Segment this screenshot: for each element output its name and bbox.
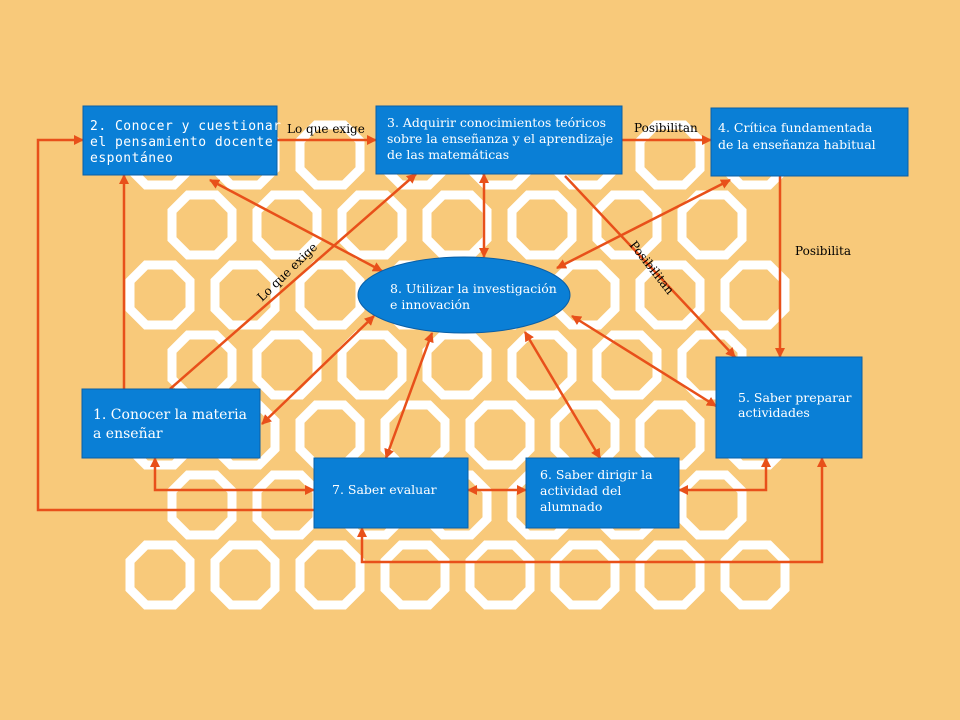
lattice-ring <box>125 260 195 330</box>
node-2-box[interactable] <box>82 105 278 176</box>
lattice-ring <box>295 260 365 330</box>
connector-arrow-13 <box>523 331 602 459</box>
node-7-line-1: 7. Saber evaluar <box>332 482 437 497</box>
node-5-line-1: 5. Saber preparar <box>738 390 852 405</box>
lattice-ring <box>167 190 237 260</box>
lattice-ring <box>465 540 535 610</box>
lattice-ring <box>295 400 365 470</box>
node-8-utilizar-investigacion[interactable]: 8. Utilizar la investigación e innovació… <box>357 256 571 334</box>
lattice-ring <box>677 470 747 540</box>
node-8-ellipse[interactable] <box>357 256 571 334</box>
node-4-line-1: 4. Crítica fundamentada <box>718 120 873 135</box>
lattice-ring <box>422 330 492 400</box>
node-6-line-3: alumnado <box>540 499 602 514</box>
node-5-line-2: actividades <box>738 405 810 420</box>
lattice-ring <box>252 470 322 540</box>
node-3-line-1: 3. Adquirir conocimientos teóricos <box>387 115 606 130</box>
node-6-box[interactable] <box>525 457 680 529</box>
lattice-ring <box>295 540 365 610</box>
node-7-saber-evaluar[interactable]: 7. Saber evaluar <box>313 457 469 529</box>
node-3-box[interactable] <box>375 105 623 175</box>
connector-arrows <box>36 135 827 564</box>
node-3-adquirir-conocimientos[interactable]: 3. Adquirir conocimientos teóricos sobre… <box>375 105 623 175</box>
lattice-ring <box>635 540 705 610</box>
node-2-line-3: espontáneo <box>90 151 173 166</box>
connector-arrow-12 <box>384 332 434 459</box>
lattice-ring <box>167 470 237 540</box>
node-2-line-2: el pensamiento docente <box>90 135 273 150</box>
node-8-line-1: 8. Utilizar la investigación <box>390 281 557 296</box>
lattice-ring <box>125 540 195 610</box>
connector-arrow-7 <box>209 178 383 273</box>
connector-arrow-9 <box>556 178 731 270</box>
lattice-ring <box>677 190 747 260</box>
node-1-box[interactable] <box>81 388 261 459</box>
edge-label-posibilita-right: Posibilita <box>795 244 851 258</box>
lattice-ring <box>380 540 450 610</box>
node-4-box[interactable] <box>710 107 909 177</box>
connector-arrow-10 <box>261 315 375 425</box>
node-7-box[interactable] <box>313 457 469 529</box>
node-3-line-2: sobre la enseñanza y el aprendizaje <box>387 131 613 146</box>
edge-label-lo-que-exige-top: Lo que exige <box>287 122 365 136</box>
node-1-line-2: a enseñar <box>93 426 163 442</box>
background-lattice-pattern <box>125 120 790 610</box>
lattice-ring <box>465 400 535 470</box>
node-5-box[interactable] <box>715 356 863 459</box>
node-2-line-1: 2. Conocer y cuestionar <box>90 119 282 134</box>
lattice-ring <box>337 190 407 260</box>
node-1-conocer-materia[interactable]: 1. Conocer la materia a enseñar <box>81 388 261 459</box>
node-1-line-1: 1. Conocer la materia <box>93 407 247 423</box>
node-3-line-3: de las matemáticas <box>387 147 509 162</box>
connector-arrow-18 <box>36 135 314 512</box>
node-6-line-2: actividad del <box>540 483 621 498</box>
node-4-line-2: de la enseñanza habitual <box>718 137 876 152</box>
connector-arrow-17 <box>357 457 827 564</box>
lattice-ring <box>550 540 620 610</box>
lattice-ring <box>635 400 705 470</box>
connector-arrow-11 <box>571 314 717 408</box>
lattice-ring <box>592 330 662 400</box>
lattice-ring <box>720 260 790 330</box>
node-2-conocer-cuestionar[interactable]: 2. Conocer y cuestionar el pensamiento d… <box>82 105 282 176</box>
node-4-critica-fundamentada[interactable]: 4. Crítica fundamentada de la enseñanza … <box>710 107 909 177</box>
edge-label-posibilitan-top: Posibilitan <box>634 121 698 135</box>
lattice-ring <box>507 190 577 260</box>
lattice-ring <box>720 540 790 610</box>
lattice-ring <box>210 540 280 610</box>
node-6-saber-dirigir[interactable]: 6. Saber dirigir la actividad del alumna… <box>525 457 680 529</box>
lattice-ring <box>252 330 322 400</box>
lattice-ring <box>422 190 492 260</box>
connector-arrow-15 <box>150 457 315 495</box>
node-8-line-2: e innovación <box>390 297 470 312</box>
node-6-line-1: 6. Saber dirigir la <box>540 467 653 482</box>
lattice-ring <box>337 330 407 400</box>
node-5-saber-preparar[interactable]: 5. Saber preparar actividades <box>715 356 863 459</box>
lattice-ring <box>507 330 577 400</box>
